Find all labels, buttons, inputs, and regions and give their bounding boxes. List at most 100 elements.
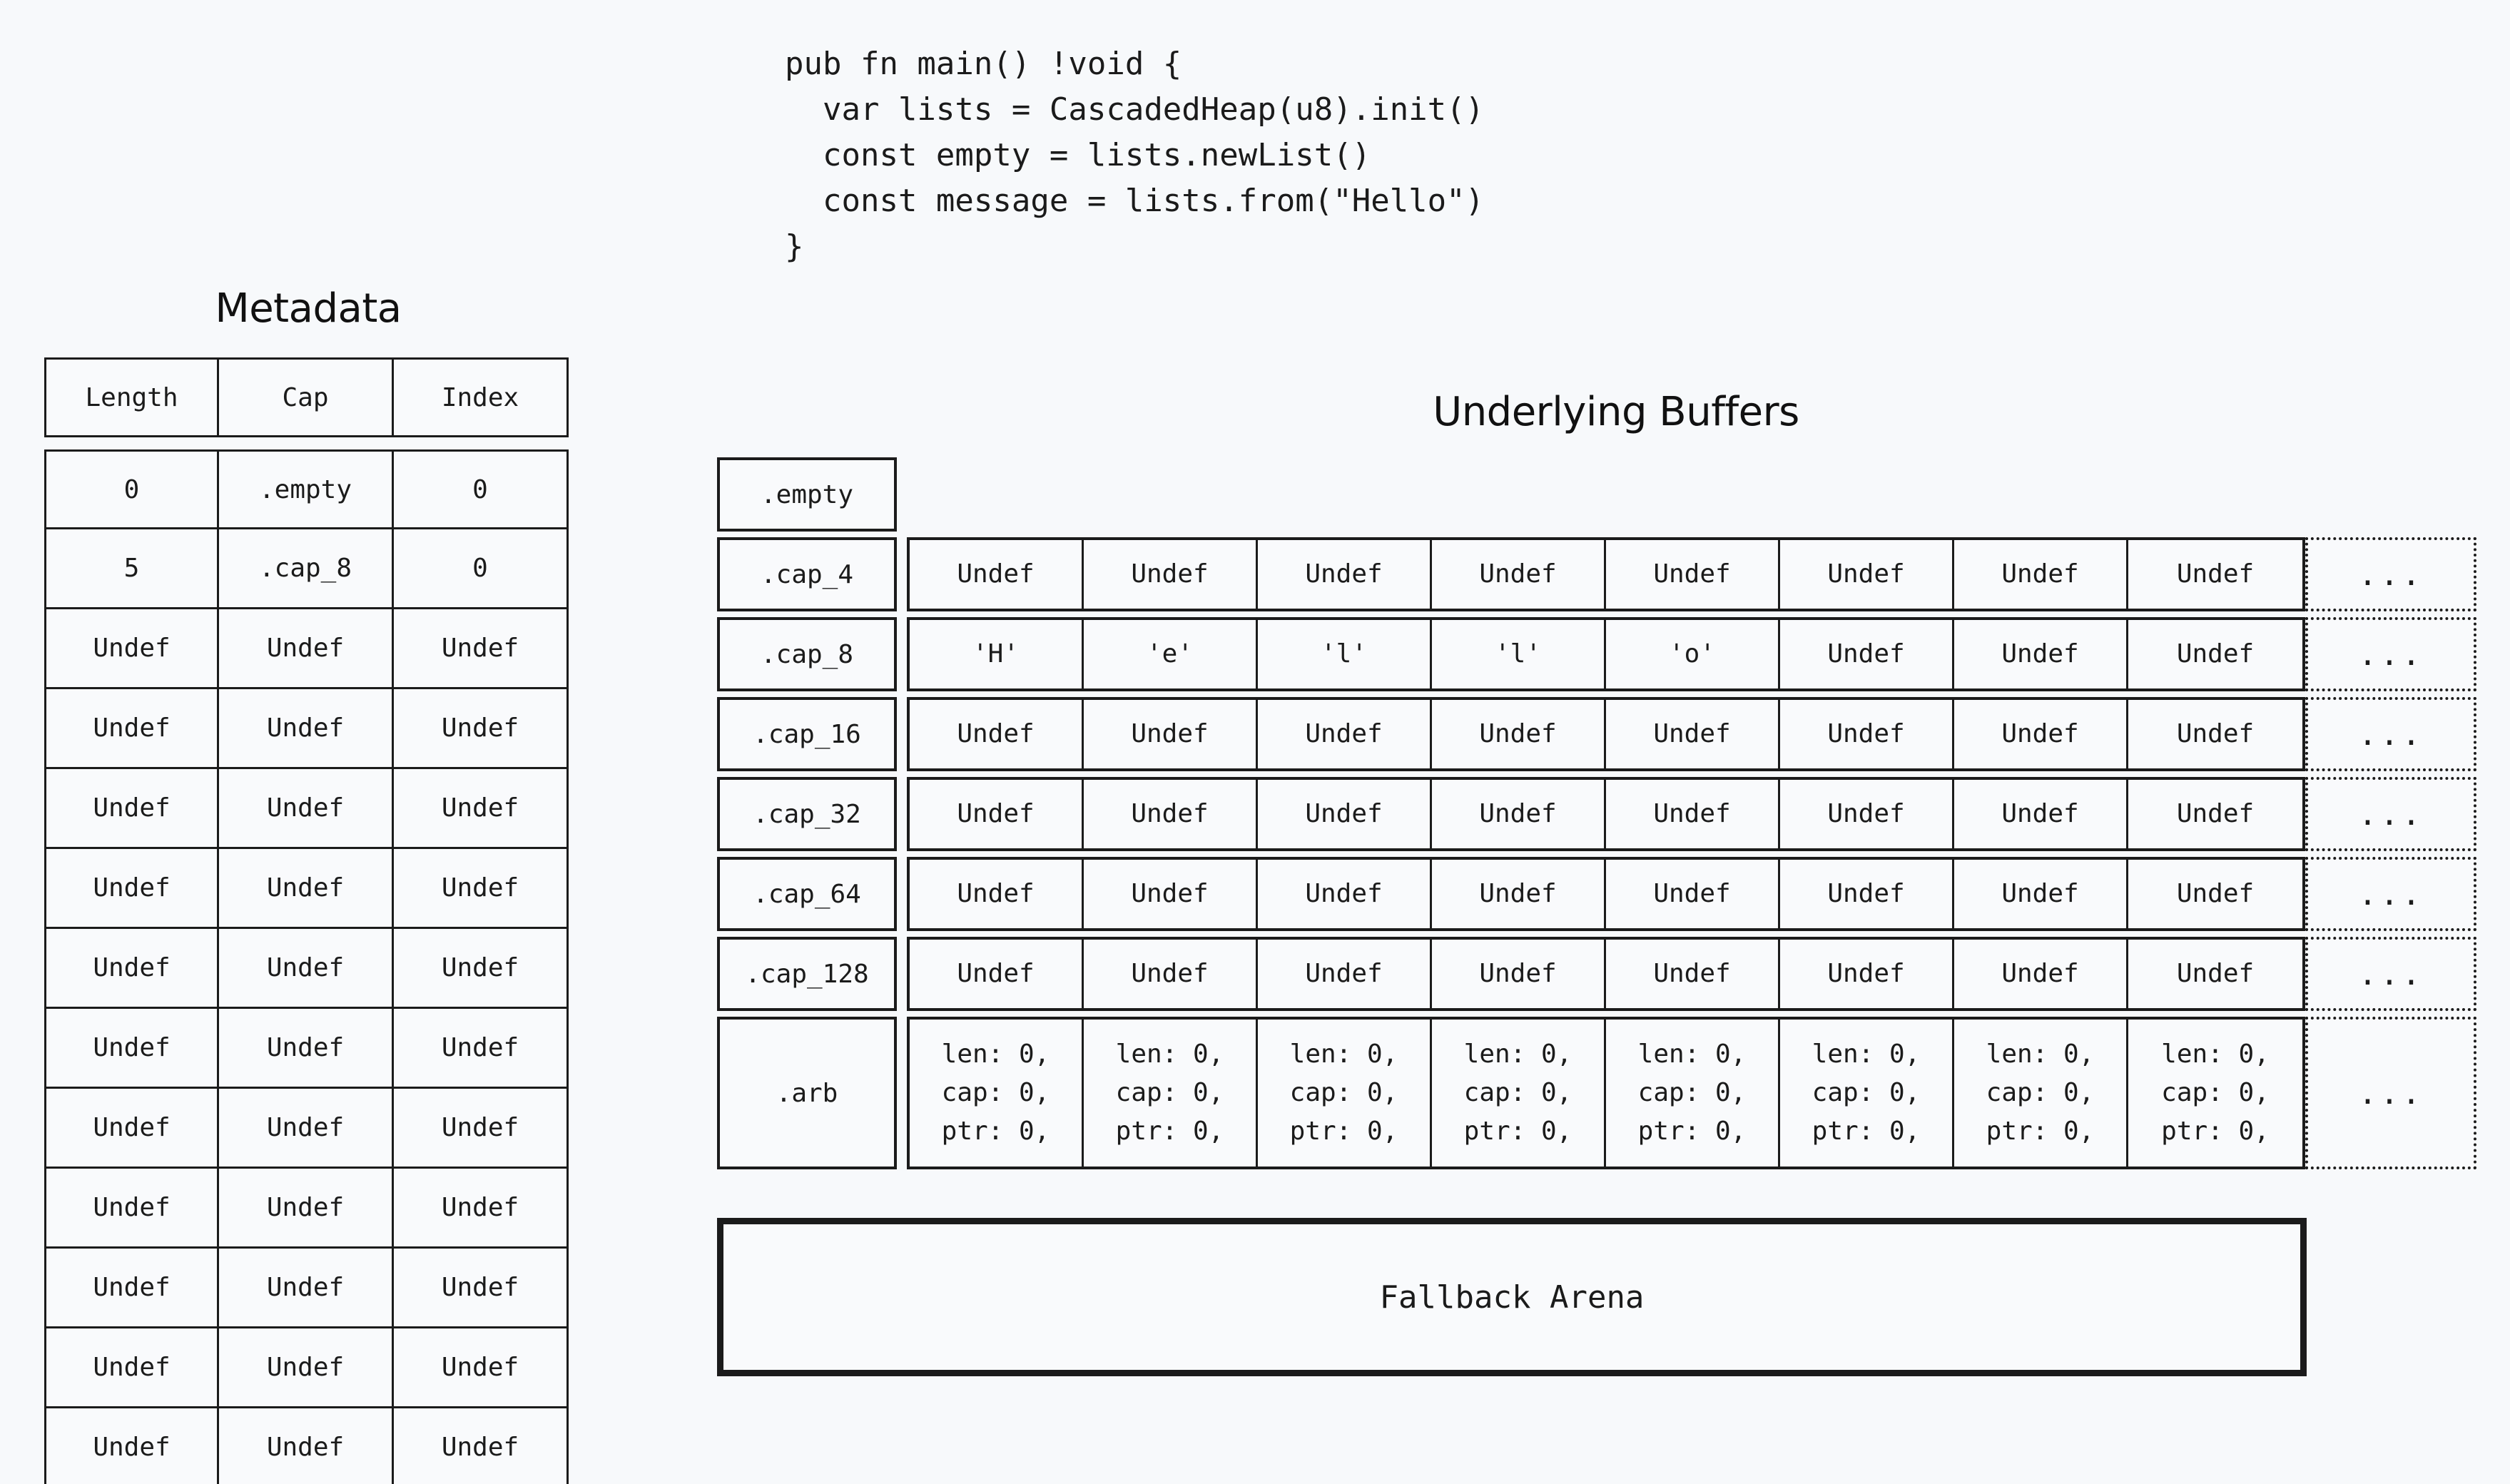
metadata-cell: Undef (394, 1089, 569, 1169)
buffer-cell: Undef (1954, 540, 2128, 609)
buffer-cell: Undef (2128, 860, 2302, 928)
buffer-row-label: .arb (717, 1017, 897, 1169)
buffer-cell: Undef (1954, 620, 2128, 688)
buffer-cell: Undef (1606, 700, 1780, 768)
metadata-cell: Undef (394, 1009, 569, 1089)
buffer-cell: Undef (1084, 780, 1258, 848)
metadata-cell: Undef (394, 849, 569, 929)
metadata-cell: Undef (219, 1249, 394, 1328)
buffer-cell-line: len: 0, (1289, 1040, 1398, 1069)
buffer-cell: len: 0,cap: 0,ptr: 0, (1084, 1020, 1258, 1167)
buffer-cell-line: len: 0, (1812, 1040, 1921, 1069)
buffer-cell: Undef (1432, 540, 1606, 609)
buffer-row: .empty (717, 457, 2476, 532)
code-line: pub fn main() !void { (785, 46, 1182, 82)
metadata-cell: Undef (219, 1009, 394, 1089)
buffer-ellipsis-cell: ... (2305, 777, 2476, 851)
metadata-cell: Undef (44, 609, 219, 689)
metadata-cell: Undef (219, 929, 394, 1009)
buffer-cell-line: ptr: 0, (941, 1117, 1050, 1146)
buffer-cell: 'H' (910, 620, 1084, 688)
buffer-cell: 'l' (1258, 620, 1432, 688)
buffer-cell-line: ptr: 0, (1115, 1117, 1224, 1146)
buffer-cell-line: len: 0, (1986, 1040, 2095, 1069)
metadata-cell: Undef (219, 1169, 394, 1249)
buffer-cell: Undef (1780, 620, 1954, 688)
buffer-cell: len: 0, cap: 0, ptr: 0, (2128, 1020, 2302, 1167)
metadata-cell: Undef (394, 929, 569, 1009)
metadata-cell: 0 (394, 529, 569, 609)
buffer-row-label: .cap_16 (717, 697, 897, 771)
buffer-cell: Undef (1084, 940, 1258, 1008)
metadata-cell: Undef (394, 1249, 569, 1328)
metadata-cell: Undef (219, 689, 394, 769)
buffer-cell-line: len: 0, (1637, 1040, 1747, 1069)
fallback-arena-label: Fallback Arena (1379, 1279, 1645, 1316)
buffer-cell-line: len: 0, (941, 1040, 1050, 1069)
metadata-cell: Undef (219, 1089, 394, 1169)
metadata-cell: 0 (44, 449, 219, 529)
buffer-cell: Undef (1258, 700, 1432, 768)
buffer-cell-line: cap: 0, (2161, 1078, 2270, 1107)
buffer-ellipsis-cell: ... (2305, 857, 2476, 931)
metadata-cell: Undef (44, 1089, 219, 1169)
buffer-cell-line: ptr: 0, (1986, 1117, 2095, 1146)
buffer-cell: len: 0,cap: 0,ptr: 0, (1432, 1020, 1606, 1167)
buffer-cell: len: 0,cap: 0,ptr: 0, (1258, 1020, 1432, 1167)
metadata-column-index: Index (394, 357, 569, 437)
buffer-cell: Undef (1258, 780, 1432, 848)
code-line: } (785, 228, 804, 265)
buffers-title: Underlying Buffers (1433, 389, 1799, 435)
metadata-cell: 5 (44, 529, 219, 609)
buffer-cell: Undef (1258, 540, 1432, 609)
buffer-cell-line: ptr: 0, (2161, 1117, 2270, 1146)
buffer-cell: Undef (910, 780, 1084, 848)
buffer-ellipsis-cell: ... (2305, 537, 2476, 611)
buffer-cell: Undef (910, 860, 1084, 928)
buffer-cells: len: 0, cap: 0, ptr: 0, len: 0, cap: 0, ptr: … (907, 1017, 2305, 1169)
metadata-cell: Undef (44, 689, 219, 769)
buffer-cell: Undef (910, 540, 1084, 609)
code-line: var lists = CascadedHeap(u8).init() (785, 91, 1485, 128)
metadata-cell: .empty (219, 449, 394, 529)
buffer-cell-line: cap: 0, (1115, 1078, 1224, 1107)
buffer-cell: Undef (910, 940, 1084, 1008)
buffer-cell: Undef (1432, 700, 1606, 768)
buffer-cell-line: len: 0, (2161, 1040, 2270, 1069)
buffer-cell-line: len: 0, (1463, 1040, 1572, 1069)
buffer-cell: Undef (1780, 540, 1954, 609)
metadata-cell: Undef (44, 1328, 219, 1408)
buffer-ellipsis-cell: ... (2305, 937, 2476, 1011)
metadata-cell: Undef (394, 609, 569, 689)
buffer-cell: Undef (910, 700, 1084, 768)
buffer-row-label: .cap_4 (717, 537, 897, 611)
metadata-cell: Undef (219, 1328, 394, 1408)
metadata-cell: Undef (394, 1408, 569, 1484)
buffer-cell-line: cap: 0, (1812, 1078, 1921, 1107)
buffer-cell: Undef (1954, 700, 2128, 768)
buffer-cell: Undef (1606, 860, 1780, 928)
metadata-cell: Undef (394, 689, 569, 769)
buffer-cell: Undef (1606, 540, 1780, 609)
metadata-cell: Undef (44, 1169, 219, 1249)
buffer-cell: Undef (1432, 940, 1606, 1008)
buffer-cell: len: 0,cap: 0,ptr: 0, (1606, 1020, 1780, 1167)
buffer-cell: Undef (1084, 540, 1258, 609)
fallback-arena-box: Fallback Arena (717, 1218, 2307, 1376)
buffer-row-label: .empty (717, 457, 897, 532)
